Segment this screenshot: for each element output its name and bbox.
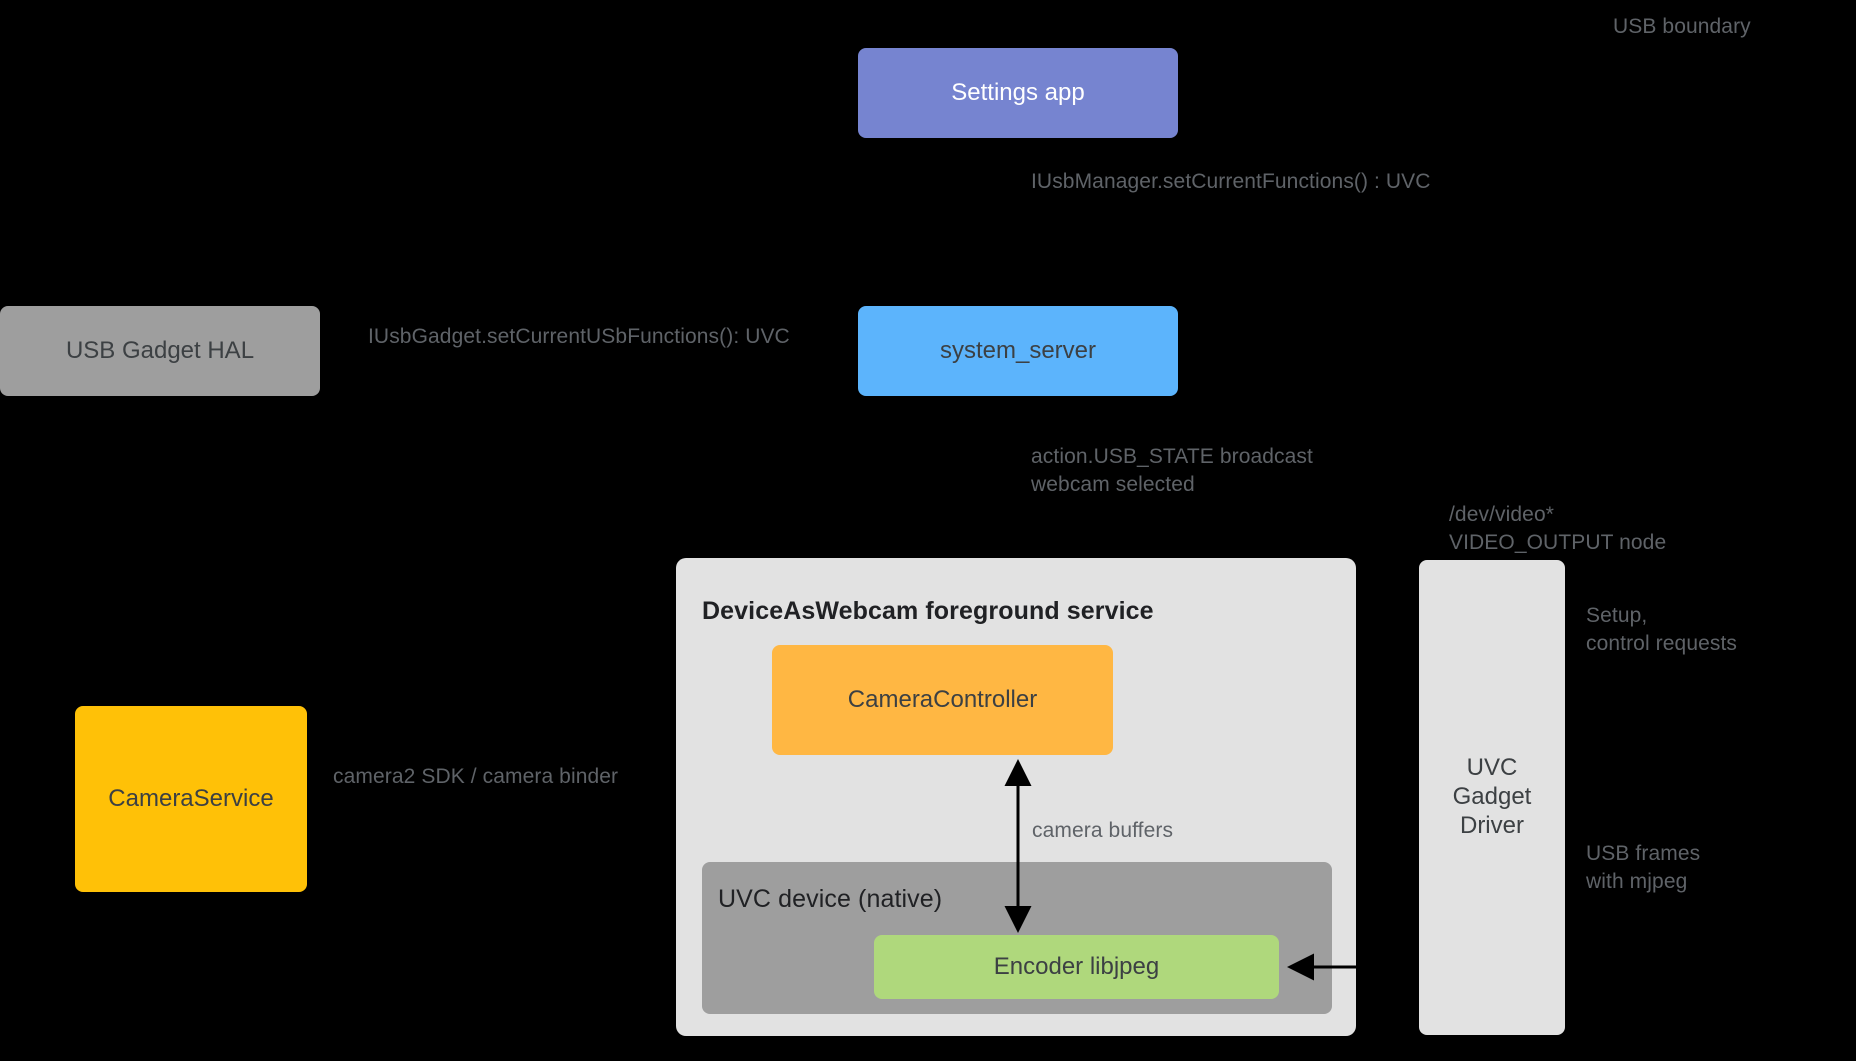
label-usb-boundary: USB boundary [1613, 15, 1751, 38]
label-setup-control-requests: Setup, control requests [1586, 604, 1738, 656]
node-camera-controller[interactable]: CameraController [772, 645, 1113, 755]
deviceaswebcam-service-title: DeviceAsWebcam foreground service [702, 597, 1154, 625]
node-encoder-libjpeg[interactable]: Encoder libjpeg [874, 935, 1279, 999]
label-usb-state-broadcast: action.USB_STATE broadcast webcam select… [1031, 445, 1313, 497]
node-usb-gadget-hal[interactable]: USB Gadget HAL [0, 306, 320, 396]
node-uvc-gadget-driver[interactable]: UVC Gadget Driver [1419, 560, 1565, 1035]
node-settings-app[interactable]: Settings app [858, 48, 1178, 138]
label-dev-video-node: /dev/video* VIDEO_OUTPUT node [1449, 503, 1667, 555]
node-system-server[interactable]: system_server [858, 306, 1178, 396]
label-iusbgadget-setcurrentusbfunctions: IUsbGadget.setCurrentUSbFunctions(): UVC [368, 325, 790, 348]
uvc-device-title: UVC device (native) [718, 885, 943, 913]
label-iusbmanager-setcurrentfunctions: IUsbManager.setCurrentFunctions() : UVC [1031, 170, 1431, 193]
label-camera2-sdk-binder: camera2 SDK / camera binder [333, 765, 619, 788]
label-camera-buffers: camera buffers [1032, 819, 1174, 842]
node-camera-service[interactable]: CameraService [75, 706, 307, 892]
label-usb-frames-mjpeg: USB frames with mjpeg [1586, 842, 1701, 894]
